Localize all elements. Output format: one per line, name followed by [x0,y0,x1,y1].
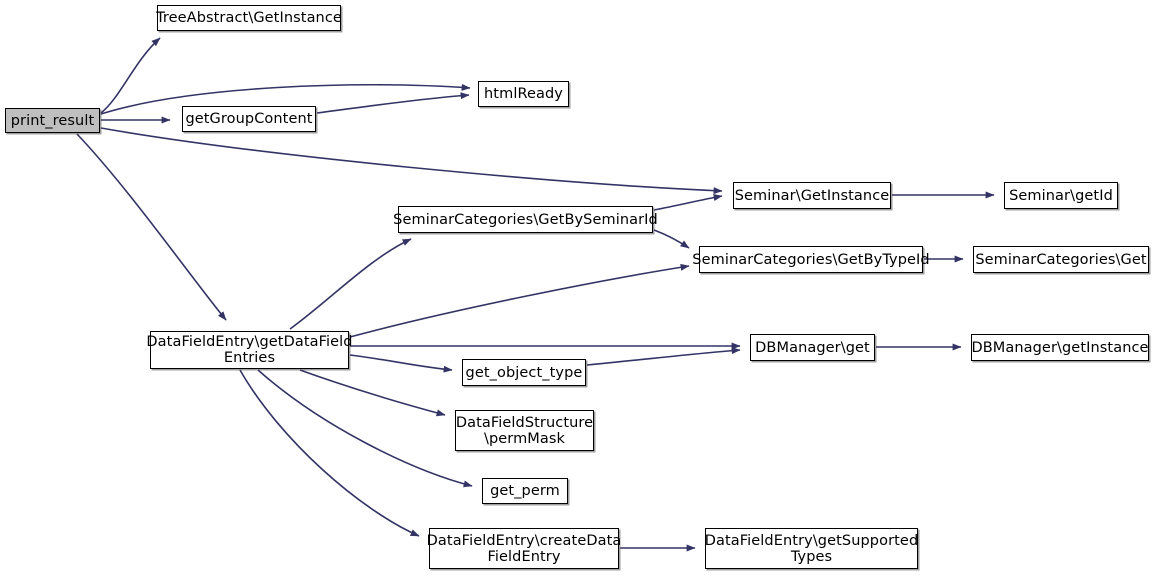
node-label: DBManager\get [755,339,870,356]
edge-print_result-to-treeabstract_getinstance [100,37,161,114]
node-dbmanager_getinstance[interactable]: DBManager\getInstance [971,334,1149,361]
node-label: DataFieldEntry\getDataField Entries [146,334,353,366]
node-datafieldentry_createdatafieldentry[interactable]: DataFieldEntry\createData FieldEntry [426,528,622,569]
node-label: htmlReady [484,86,563,102]
edge-datafieldentry_getdatafieldentries-to-get_object_type [349,354,453,373]
node-get_perm[interactable]: get_perm [482,478,568,504]
node-label: get_perm [490,483,560,499]
node-get_object_type[interactable]: get_object_type [462,359,586,386]
node-dbmanager_get[interactable]: DBManager\get [750,334,875,361]
node-label: SeminarCategories\GetByTypeId [692,251,930,268]
edge-getgroupcontent-to-htmlready [316,92,470,114]
node-datafieldentry_getdatafieldentries[interactable]: DataFieldEntry\getDataField Entries [146,331,352,369]
edge-datafieldentry_getdatafieldentries-to-seminarcategories_getbyseminarid [289,238,412,330]
edge-print_result-to-datafieldentry_getdatafieldentries [76,133,227,321]
node-treeabstract_getinstance[interactable]: TreeAbstract\GetInstance [156,5,342,31]
edge-print_result-to-htmlready [100,83,471,115]
node-label: SeminarCategories\GetBySeminarId [393,211,658,228]
node-label: SeminarCategories\Get [975,251,1147,268]
node-label: getGroupContent [185,111,313,127]
node-seminarcategories_getbyseminarid[interactable]: SeminarCategories\GetBySeminarId [393,206,658,233]
node-seminar_getinstance[interactable]: Seminar\GetInstance [733,182,891,209]
node-getgroupcontent[interactable]: getGroupContent [182,106,316,132]
edge-datafieldentry_getdatafieldentries-to-seminarcategories_getbytypeid [349,263,690,338]
edge-datafieldentry_getdatafieldentries-to-datafieldstructure_permmask [299,369,446,417]
node-seminarcategories_get[interactable]: SeminarCategories\Get [973,246,1149,273]
node-seminar_getid[interactable]: Seminar\getId [1004,182,1118,209]
node-print_result[interactable]: print_result [5,108,100,133]
edge-paths [76,37,995,552]
node-label: DataFieldEntry\getSupported Types [704,532,919,565]
node-htmlready[interactable]: htmlReady [478,81,569,107]
node-label: TreeAbstract\GetInstance [156,10,342,26]
node-label: get_object_type [465,364,583,381]
edge-datafieldentry_getdatafieldentries-to-datafieldentry_createdatafieldentry [239,369,420,537]
edge-seminarcategories_getbyseminarid-to-seminar_getinstance [653,194,723,211]
node-label: Seminar\GetInstance [734,187,890,204]
node-label: DBManager\getInstance [971,339,1149,356]
edge-seminarcategories_getbyseminarid-to-seminarcategories_getbytypeid [653,229,690,249]
node-datafieldstructure_permmask[interactable]: DataFieldStructure \permMask [455,410,594,451]
node-label: Seminar\getId [1009,187,1113,204]
edge-print_result-to-seminar_getinstance [100,127,723,195]
node-seminarcategories_getbytypeid[interactable]: SeminarCategories\GetByTypeId [692,246,930,273]
node-datafieldentry_getsupportedtypes[interactable]: DataFieldEntry\getSupported Types [705,528,918,569]
edge-get_object_type-to-dbmanager_get [586,347,741,366]
node-label: DataFieldStructure \permMask [455,414,594,447]
edge-datafieldentry_getdatafieldentries-to-get_perm [257,369,473,488]
node-label: print_result [10,112,95,129]
node-label: DataFieldEntry\createData FieldEntry [426,532,622,565]
